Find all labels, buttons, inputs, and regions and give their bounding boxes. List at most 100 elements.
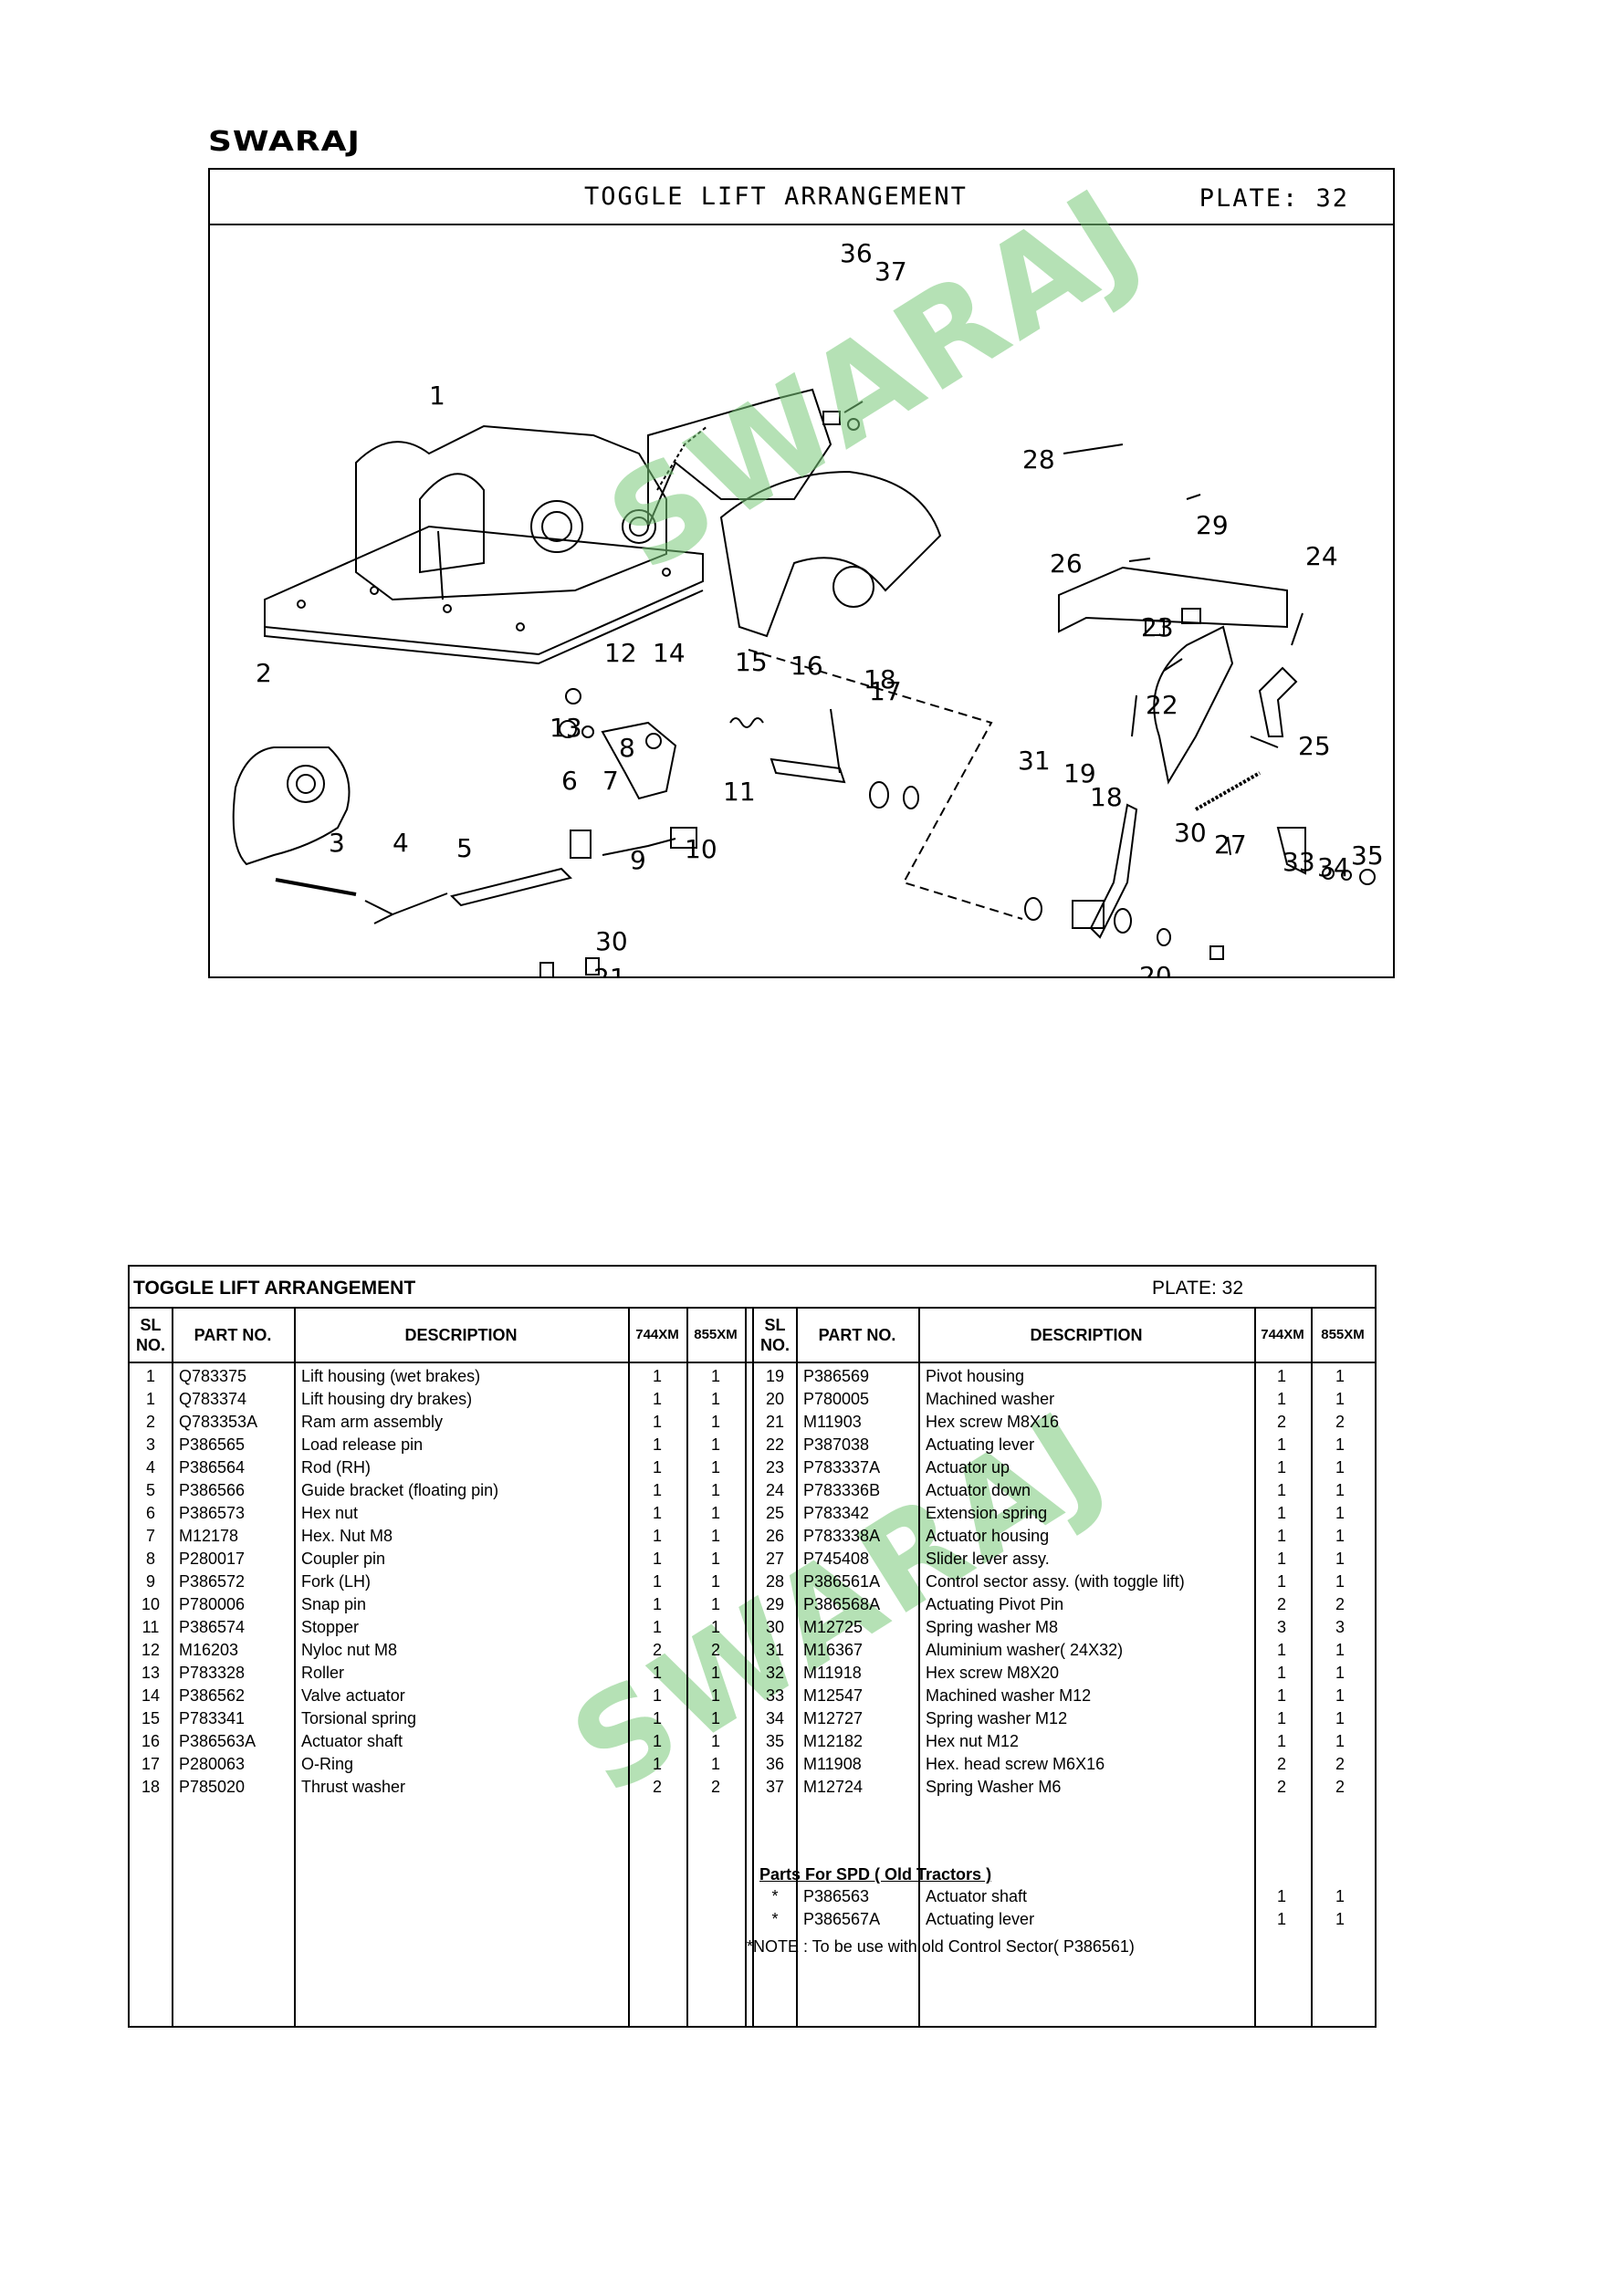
cell-desc: Extension spring (926, 1504, 1048, 1522)
callout-36: 36 (840, 238, 873, 268)
cell-desc: Snap pin (301, 1595, 367, 1613)
cell-a: 1 (652, 1481, 662, 1499)
cell-desc: Actuator shaft (301, 1732, 403, 1750)
cell-sl: 34 (765, 1709, 785, 1727)
part-ram-arm (232, 746, 351, 866)
cell-sl: 1 (145, 1367, 155, 1385)
cell-sl: 25 (765, 1504, 785, 1522)
cell-desc: Thrust washer (301, 1778, 406, 1796)
callout-6: 6 (561, 766, 578, 796)
cell-part: P386572 (179, 1572, 246, 1591)
cell-a: 1 (1276, 1481, 1286, 1499)
col-desc-left: DESCRIPTION (404, 1326, 518, 1344)
callout-24: 24 (1305, 541, 1338, 571)
cell-part: P783328 (179, 1664, 246, 1682)
swaraj-logo: SWARAJ (208, 126, 361, 158)
cell-part: Q783375 (179, 1367, 247, 1385)
cell-a: 1 (1276, 1550, 1286, 1568)
cell-desc: Valve actuator (301, 1686, 405, 1705)
cell-sl: 11 (141, 1618, 160, 1636)
col-855-left: 855XM (694, 1327, 738, 1342)
cell-part: P280063 (179, 1755, 246, 1773)
cell-a: 1 (1276, 1458, 1286, 1477)
callout-12: 12 (604, 638, 637, 668)
cell-desc: Fork (LH) (301, 1572, 371, 1591)
cell-desc: Hex nut M12 (926, 1732, 1020, 1750)
cell-b: 1 (710, 1732, 720, 1750)
callout-18: 18 (864, 664, 896, 694)
cell-sl: 18 (141, 1778, 161, 1796)
cell-sl: 6 (145, 1504, 155, 1522)
cell-a: 1 (1276, 1641, 1286, 1659)
cell-b: 1 (710, 1709, 720, 1727)
callout-35: 35 (1351, 840, 1384, 871)
cell-sl: 7 (145, 1527, 155, 1545)
callout-27: 27 (1214, 830, 1247, 860)
cell-desc: O-Ring (301, 1755, 354, 1773)
cell-b: 2 (1335, 1778, 1345, 1796)
cell-part: M12178 (179, 1527, 239, 1545)
cell-sl: 31 (765, 1641, 785, 1659)
col-855-right: 855XM (1321, 1327, 1365, 1342)
cell-sl: 12 (141, 1641, 161, 1659)
plate-frame: TOGGLE LIFT ARRANGEMENT PLATE: 32 (208, 168, 1395, 978)
cell-part: P280017 (179, 1550, 246, 1568)
cell-b: 1 (1335, 1550, 1345, 1568)
callout-30b: 30 (1174, 818, 1207, 848)
cell-b: 1 (1335, 1686, 1345, 1705)
cell-part: P386568A (803, 1595, 881, 1613)
cell-part: M16367 (803, 1641, 864, 1659)
cell-a: 1 (1276, 1686, 1286, 1705)
cell-desc: Lift housing (wet brakes) (301, 1367, 481, 1385)
cell-desc: Slider lever assy. (926, 1550, 1050, 1568)
cell-b: 3 (1335, 1618, 1345, 1636)
cell-b: 2 (1335, 1755, 1345, 1773)
cell-sl: 37 (765, 1778, 785, 1796)
cell-b: 1 (710, 1755, 720, 1773)
cell-b: 1 (710, 1504, 720, 1522)
cell-sl: * (771, 1887, 779, 1905)
cell-sl: 13 (141, 1664, 161, 1682)
cell-b: 2 (1335, 1595, 1345, 1613)
cell-a: 1 (652, 1458, 662, 1477)
cell-a: 1 (1276, 1390, 1286, 1408)
cell-a: 1 (652, 1618, 662, 1636)
cell-desc: Roller (301, 1664, 345, 1682)
cell-a: 2 (1276, 1595, 1286, 1613)
cell-sl: 29 (765, 1595, 785, 1613)
cell-desc: Coupler pin (301, 1550, 386, 1568)
cell-desc: Spring washer M12 (926, 1709, 1068, 1727)
spd-note: *NOTE : To be use with old Control Secto… (747, 1937, 1135, 1956)
cell-desc: Hex screw M8X16 (926, 1413, 1060, 1431)
cell-b: 1 (710, 1458, 720, 1477)
cell-b: 1 (710, 1618, 720, 1636)
cell-sl: 1 (145, 1390, 155, 1408)
callout-29: 29 (1196, 510, 1229, 540)
cell-part: P386566 (179, 1481, 246, 1499)
exploded-diagram: 1 2 3 4 5 6 7 8 9 10 11 12 13 14 15 16 1… (232, 238, 1384, 976)
callout-9: 9 (630, 845, 646, 875)
cell-sl: 30 (765, 1618, 785, 1636)
cell-a: 1 (652, 1527, 662, 1545)
cell-a: 1 (1276, 1732, 1286, 1750)
col-desc-right: DESCRIPTION (1030, 1326, 1143, 1344)
cell-part: P386564 (179, 1458, 246, 1477)
cell-desc: Stopper (301, 1618, 360, 1636)
cell-a: 1 (652, 1413, 662, 1431)
callouts: 1 2 3 4 5 6 7 8 9 10 11 12 13 14 15 16 1… (256, 238, 1384, 976)
cell-sl: 22 (765, 1435, 785, 1454)
cell-desc: Ram arm assembly (301, 1413, 444, 1431)
cell-b: 1 (710, 1435, 720, 1454)
col-744-left: 744XM (635, 1327, 679, 1342)
cell-desc: Actuator up (926, 1458, 1010, 1477)
